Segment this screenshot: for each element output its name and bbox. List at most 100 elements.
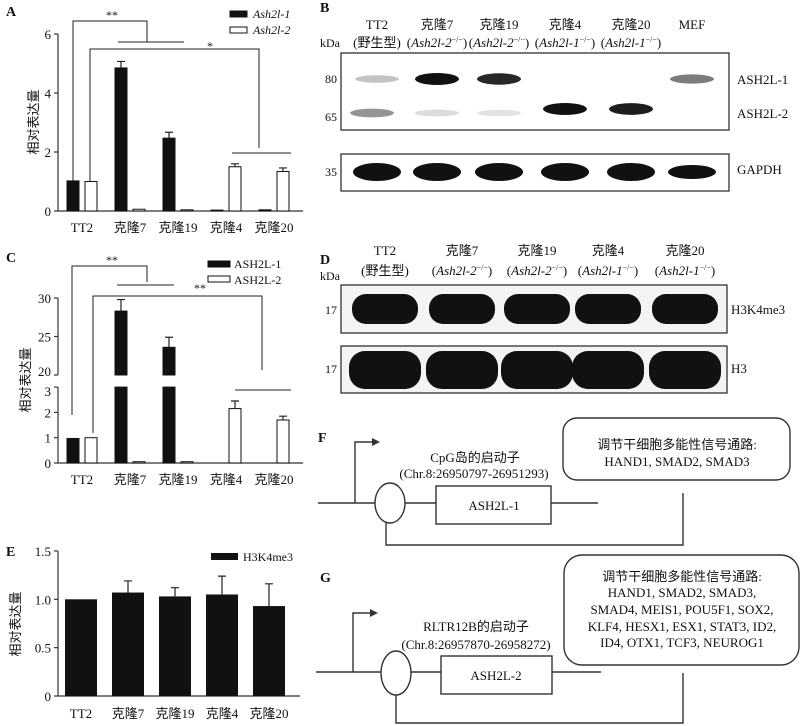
- bar-h3k4me3: [159, 596, 191, 696]
- bar-ash2l-1-upper: [162, 346, 176, 376]
- western-blot-d: kDa 17 17 H3K4me3 H3 TT2(野生型)克隆7(Ash2l-2…: [320, 243, 785, 394]
- error-bar: [265, 583, 273, 607]
- y-tick-label: 0: [45, 204, 52, 219]
- bar-ash2l-2: [132, 461, 146, 464]
- blot-membrane-gapdh: [340, 153, 730, 192]
- chart-c: 相对表达量 ASH2L-1 ASH2L-2 ** ** 0123202530TT…: [18, 253, 303, 487]
- bar-ash2l-1: [114, 67, 128, 212]
- arrow-head-icon: [370, 609, 378, 617]
- bar-ash2l-1: [162, 137, 176, 212]
- gene-label: ASH2L-2: [470, 668, 521, 683]
- bar-ash2l-1-upper: [114, 310, 128, 376]
- band-h3: [349, 351, 421, 389]
- bar-ash2l-1: [258, 209, 272, 212]
- significance-mark: **: [194, 281, 206, 295]
- significance-mark: *: [207, 39, 213, 53]
- protein-label: H3: [731, 361, 747, 376]
- panel-label-e: E: [6, 545, 15, 560]
- bar-h3k4me3: [112, 592, 144, 696]
- band-h3: [501, 351, 573, 389]
- transcription-start-arrow: [354, 441, 374, 503]
- promoter-coordinates: (Chr.8:26950797-26951293): [399, 466, 548, 481]
- feedback-line: [385, 493, 684, 546]
- pathway-genes: HAND1, SMAD2, SMAD3: [604, 454, 749, 469]
- band-ash2l-1: [670, 74, 714, 84]
- bar-ash2l-2: [276, 170, 290, 212]
- genotype-superscript: −/−: [452, 35, 464, 44]
- western-blot-b: kDa 80 65 35 ASH2L-1 ASH2L-2 GAPDH TT2(野…: [320, 17, 788, 192]
- band-ash2l-1: [355, 75, 399, 83]
- pathway-title: 调节干细胞多能性信号通路:: [602, 569, 762, 584]
- band-ash2l-2: [543, 103, 587, 115]
- x-tick-label: TT2: [71, 220, 93, 235]
- bar-ash2l-2: [180, 461, 194, 464]
- lane-label: 克隆7: [421, 17, 454, 32]
- pathway-genes: HAND1, SMAD2, SMAD3,: [608, 585, 756, 600]
- lane-label: 克隆20: [665, 243, 704, 258]
- genotype-superscript: −/−: [623, 263, 635, 272]
- lane-genotype: (Ash2l-2−/−): [407, 35, 467, 50]
- lane-label: 克隆20: [611, 17, 650, 32]
- band-ash2l-2: [477, 109, 521, 117]
- lane-label: 克隆4: [549, 17, 582, 32]
- genotype-superscript: −/−: [477, 263, 489, 272]
- band-h3k4me3: [575, 294, 641, 324]
- legend-swatch-h3k4me3: [211, 553, 238, 560]
- bar-ash2l-1-lower: [162, 386, 176, 464]
- error-bar: [218, 575, 226, 595]
- y-tick-label: 2: [45, 145, 52, 160]
- protein-label: ASH2L-1: [737, 72, 788, 87]
- lane-genotype: (野生型): [361, 263, 409, 278]
- band-gapdh: [668, 165, 716, 179]
- panel-label-f: F: [318, 431, 327, 446]
- x-tick-label: 克隆7: [112, 706, 145, 721]
- lane-genotype: (Ash2l-1−/−): [655, 263, 715, 278]
- bar-ash2l-2: [276, 419, 290, 464]
- pathway-title: 调节干细胞多能性信号通路:: [597, 437, 757, 452]
- protein-label: H3K4me3: [731, 302, 785, 317]
- gene-name: Ash2l-1: [604, 35, 645, 50]
- bar-ash2l-2: [84, 437, 98, 464]
- y-tick-label: 3: [45, 384, 52, 399]
- lane-label: TT2: [374, 243, 396, 258]
- gene-name: Ash2l-2: [435, 263, 477, 278]
- error-bar: [279, 415, 287, 420]
- bar-ash2l-1: [210, 209, 224, 212]
- lane-label: 克隆4: [592, 243, 625, 258]
- panel-label-g: G: [320, 571, 331, 586]
- band-h3k4me3: [652, 294, 718, 324]
- y-tick-label: 1: [45, 431, 52, 446]
- band-ash2l-1: [477, 73, 521, 85]
- band-h3: [572, 351, 644, 389]
- x-tick-label: 克隆20: [254, 220, 293, 235]
- band-gapdh: [475, 163, 523, 181]
- legend-label: Ash2l-2: [252, 23, 290, 37]
- diagram-f: F ASH2L-1 CpG岛的启动子 (Chr.8:26950797-26951…: [318, 417, 791, 546]
- bar-h3k4me3: [65, 599, 97, 696]
- gene-box: [435, 485, 552, 525]
- pathway-genes: KLF4, HESX1, ESX1, STAT3, ID2,: [588, 619, 777, 634]
- x-tick-label: 克隆7: [114, 472, 147, 487]
- lane-genotype: (Ash2l-1−/−): [601, 35, 661, 50]
- gene-name: Ash2l-2: [410, 35, 452, 50]
- legend-swatch-ash2l-1: [229, 10, 248, 18]
- legend-label: ASH2L-2: [234, 273, 281, 287]
- genotype-superscript: −/−: [552, 263, 564, 272]
- pathway-genes: ID4, OTX1, TCF3, NEUROG1: [600, 635, 764, 650]
- kda-label: kDa: [320, 269, 341, 283]
- arrow-head-icon: [372, 438, 380, 446]
- x-tick-label: 克隆7: [114, 220, 147, 235]
- panel-label-c: C: [6, 251, 16, 266]
- band-ash2l-2: [350, 108, 394, 118]
- significance-bracket: [89, 48, 260, 181]
- panel-label-d: D: [320, 253, 330, 268]
- legend-swatch-ash2l-1: [207, 260, 231, 268]
- lane-genotype: (Ash2l-2−/−): [432, 263, 492, 278]
- lane-genotype: (Ash2l-2−/−): [469, 35, 529, 50]
- gene-name: Ash2l-1: [658, 263, 699, 278]
- promoter-ellipse: [380, 650, 412, 696]
- protein-label: ASH2L-2: [737, 106, 788, 121]
- band-h3k4me3: [352, 294, 418, 324]
